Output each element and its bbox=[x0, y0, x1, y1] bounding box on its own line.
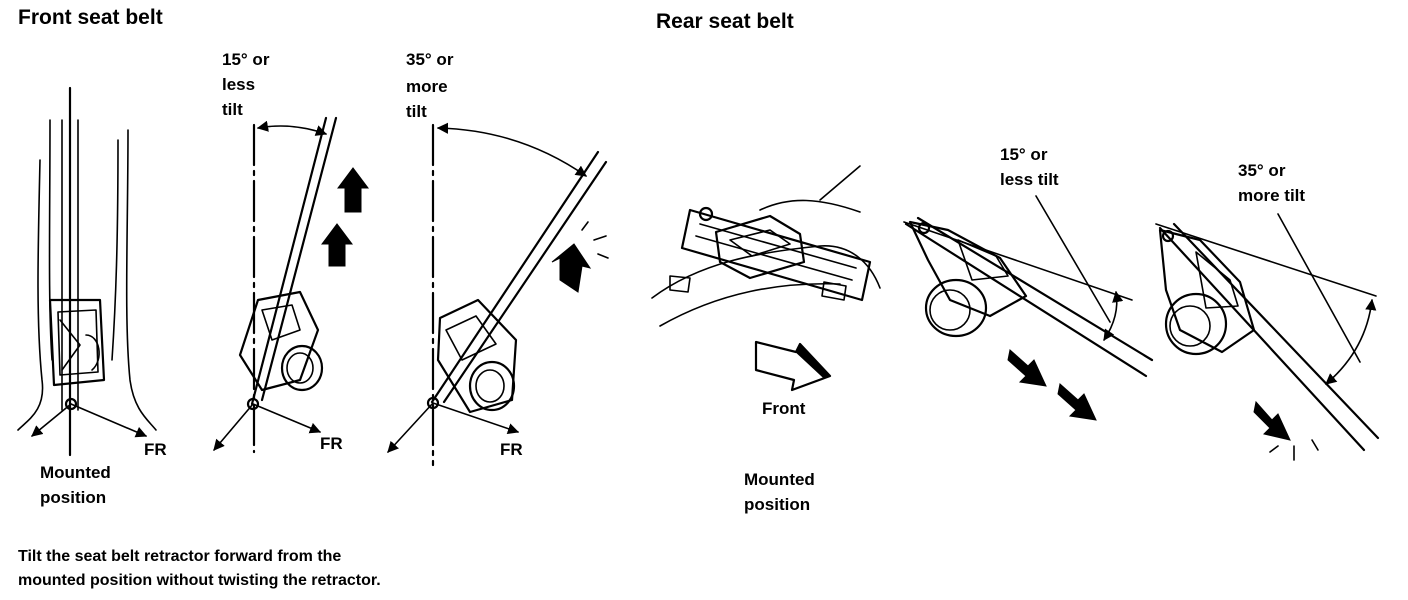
rear-front-direction-label: Front bbox=[762, 399, 806, 418]
front-15-degree-label-line-3: tilt bbox=[222, 100, 243, 119]
rear-35-degree-label-line-2: more tilt bbox=[1238, 186, 1306, 205]
front-15-degree-label-line-2: less bbox=[222, 75, 256, 94]
front-15-degree-label-line-1: 15° or bbox=[222, 50, 270, 69]
front-35-degree-retractor bbox=[387, 122, 609, 467]
rear-15-degree-retractor bbox=[903, 195, 1154, 421]
rear-mounted-position-label-line-1: Mounted bbox=[744, 470, 815, 489]
fr-direction-label-2: FR bbox=[320, 434, 343, 453]
fr-direction-label-3: FR bbox=[500, 440, 523, 459]
front-35-degree-label-line-2: more bbox=[406, 77, 448, 96]
front-mounted-retractor bbox=[17, 86, 157, 457]
front-35-degree-label-line-3: tilt bbox=[406, 102, 427, 121]
front-15-degree-retractor bbox=[213, 116, 369, 454]
instruction-note-line-2: mounted position without twisting the re… bbox=[18, 572, 381, 589]
rear-15-degree-label-line-2: less tilt bbox=[1000, 170, 1059, 189]
front-mounted-position-label-line-2: position bbox=[40, 488, 107, 507]
rear-seat-belt-title: Rear seat belt bbox=[656, 10, 794, 33]
front-35-degree-label-line-1: 35° or bbox=[406, 50, 454, 69]
rear-15-degree-label-line-1: 15° or bbox=[1000, 145, 1048, 164]
rear-35-degree-label-line-1: 35° or bbox=[1238, 161, 1286, 180]
instruction-note-line-1: Tilt the seat belt retractor forward fro… bbox=[18, 548, 342, 565]
rear-mounted-position-label-line-2: position bbox=[744, 495, 811, 514]
fr-direction-label-1: FR bbox=[144, 440, 167, 459]
front-seat-belt-title: Front seat belt bbox=[18, 6, 163, 29]
rear-35-degree-retractor bbox=[1155, 213, 1380, 461]
front-mounted-position-label-line-1: Mounted bbox=[40, 463, 111, 482]
rear-mounted-retractor bbox=[651, 165, 881, 392]
